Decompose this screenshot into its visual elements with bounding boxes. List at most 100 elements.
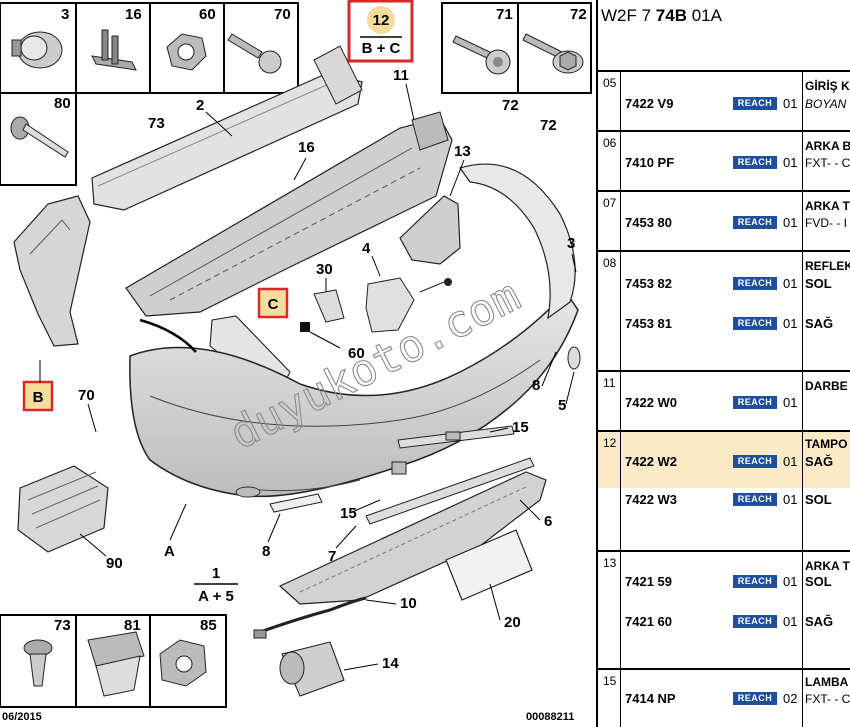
line-label: SOL [805,276,832,291]
reinforcement-bar [91,45,363,211]
part-number: 7422 W0 [625,395,678,410]
part-box-16[interactable]: 16 [75,2,151,94]
cage-nut-icon [159,639,207,687]
module-90 [17,465,109,553]
header-prefix: W2F 7 [601,6,656,25]
parts-row-13[interactable]: 13 ARKA T 7421 59 REACH 01 SOL 7421 60 R… [598,550,850,668]
reach-badge: REACH [733,575,777,588]
part-number: 7422 W3 [625,492,678,507]
row-seq: 13 [603,556,617,570]
part-ref-73: 73 [54,617,71,634]
reach-badge: REACH [733,97,777,110]
quantity: 01 [783,395,798,410]
parts-row-05[interactable]: 05 GİRİŞ K BOYAN 7422 V9 REACH 01 [598,70,850,130]
quantity: 01 [783,276,798,291]
rivet-icon [10,116,69,158]
callout-16: 16 [298,139,315,156]
reach-badge: REACH [733,317,777,330]
quantity: 01 [783,454,798,469]
row-seq: 15 [603,674,617,688]
part-ref-81: 81 [124,617,141,634]
header-bold: 74B [655,6,687,25]
parts-row-12-cont[interactable]: 7422 W3 REACH 01 SOL [598,488,850,550]
row-seq: 11 [603,376,616,390]
ref-box-12[interactable]: 12 B + C [347,0,414,63]
parts-row-08[interactable]: 08 REFLEK 7453 82 REACH 01 SOL 7453 81 R… [598,250,850,370]
part-line[interactable]: 7422 W2 REACH 01 SAĞ [598,453,850,471]
part-line[interactable]: 7421 59 REACH 01 SOL [598,573,850,591]
part-ref-60: 60 [199,6,216,23]
part-line[interactable]: 7422 W3 REACH 01 SOL [598,491,850,509]
part-box-71[interactable]: 71 [441,2,519,94]
bumper-cover [129,163,579,498]
part-number: 7422 W2 [625,454,678,469]
line-label: FXT- - C [805,156,850,170]
callout-72a: 72 [502,97,519,114]
line-label: SOL [805,492,832,507]
part-line[interactable]: 7414 NP REACH 02 FXT- - C [598,690,850,708]
row-desc: DARBE [805,379,848,393]
line-label: SAĞ [805,614,834,629]
callout-7: 7 [328,548,336,565]
line-label: SOL [805,574,832,589]
quantity: 01 [783,215,798,230]
part-line[interactable]: 7422 W0 REACH 01 [598,394,850,412]
part-ref-72: 72 [570,6,587,23]
harness-10 [253,596,367,639]
part-line[interactable]: 7453 81 REACH 01 SAĞ [598,315,850,333]
part-line[interactable]: 7453 82 REACH 01 SOL [598,275,850,293]
reflector-8-left [269,493,323,513]
line-label: FVD- - I [805,216,847,230]
box-C[interactable]: C [257,287,289,319]
parts-row-07[interactable]: 07 ARKA T 7453 80 REACH 01 FVD- - I [598,190,850,250]
parts-row-06[interactable]: 06 ARKA B 7410 PF REACH 01 FXT- - C [598,130,850,190]
row-desc: ARKA T [805,199,850,213]
quantity: 01 [783,96,798,111]
parts-row-15[interactable]: 15 LAMBA 7414 NP REACH 02 FXT- - C [598,668,850,727]
part-ref-80: 80 [54,95,71,112]
part-box-81[interactable]: 81 [75,614,151,708]
part-number: 7453 81 [625,316,672,331]
header-suffix: 01A [686,6,722,25]
part-box-85[interactable]: 85 [149,614,227,708]
part-line[interactable]: 7410 PF REACH 01 FXT- - C [598,154,850,172]
callout-70: 70 [78,387,95,404]
part-line[interactable]: 7453 80 REACH 01 FVD- - I [598,214,850,232]
callout-8a: 8 [532,377,540,394]
quantity: 01 [783,155,798,170]
part-box-70[interactable]: 70 [223,2,299,94]
parts-row-11[interactable]: 11 DARBE 7422 W0 REACH 01 [598,370,850,430]
row-desc-sub: BOYAN [805,97,847,111]
part-box-80[interactable]: 80 [0,92,77,186]
part-number: 7421 60 [625,614,672,629]
box-B[interactable]: B [22,360,54,412]
part-line[interactable]: 7421 60 REACH 01 SAĞ [598,613,850,631]
part-box-60[interactable]: 60 [149,2,225,94]
row-desc: ARKA T [805,559,850,573]
callout-60: 60 [348,345,365,362]
quantity: 02 [783,691,798,706]
part-box-3[interactable]: 3 [0,2,77,94]
box-B-label: B [33,389,44,406]
part-box-72[interactable]: 72 [517,2,592,94]
quantity: 01 [783,614,798,629]
line-label: SAĞ [805,454,834,469]
right-bracket [399,195,461,265]
row-seq: 12 [603,436,617,450]
parts-diagram: 3 16 60 70 80 [0,0,592,723]
row-seq: 08 [603,256,617,270]
row-desc: REFLEK [805,259,850,273]
group-label-number: 1 [212,565,220,582]
sensor-holder-4 [365,277,452,333]
part-box-73[interactable]: 73 [0,614,77,708]
part-line[interactable]: 7422 V9 REACH 01 [598,95,850,113]
row-seq: 06 [603,136,617,150]
callout-30: 30 [316,261,333,278]
part-ref-85: 85 [200,617,217,634]
parts-row-12[interactable]: 12 TAMPO 7422 W2 REACH 01 SAĞ [598,430,850,488]
reach-badge: REACH [733,216,777,229]
row-desc: GİRİŞ K [805,79,850,93]
lamp-14 [279,641,345,697]
parts-list-panel: W2F 7 74B 01A 05 GİRİŞ K BOYAN 7422 V9 R… [596,0,850,727]
reach-badge: REACH [733,455,777,468]
